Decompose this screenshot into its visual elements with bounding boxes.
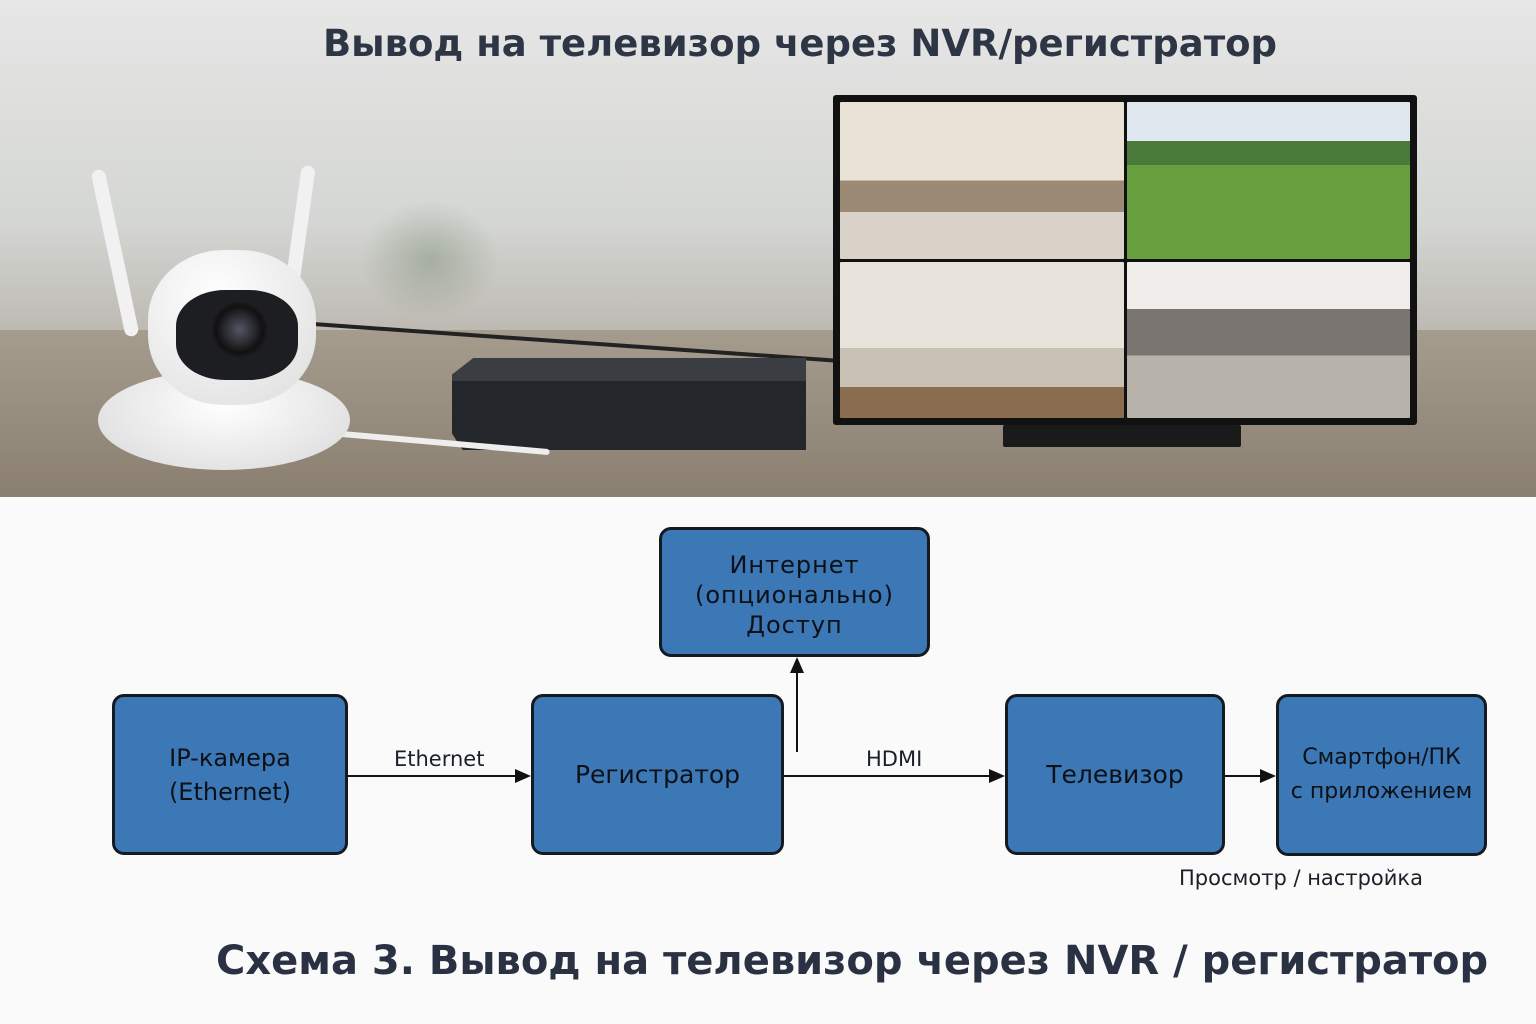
tv-image <box>833 95 1417 425</box>
node-smartphone-pc: Смартфон/ПК с приложением <box>1276 694 1487 856</box>
diagram-caption: Схема 3. Вывод на телевизор через NVR / … <box>216 938 1489 984</box>
edge-tv-phone <box>1225 775 1261 777</box>
edge-label-hdmi: HDMI <box>866 747 923 771</box>
edge-nvr-internet <box>796 672 798 752</box>
camera-feed-living-room <box>840 102 1124 259</box>
node-label: Телевизор <box>1046 759 1184 789</box>
node-label: Регистратор <box>574 759 741 789</box>
node-label: (Ethernet) <box>168 777 292 806</box>
node-ip-camera: IP-камера (Ethernet) <box>112 694 348 855</box>
nvr-device-image <box>452 358 806 450</box>
camera-feed-garage <box>1126 261 1410 418</box>
arrow-head-icon <box>989 769 1005 783</box>
node-nvr: Регистратор <box>531 694 784 855</box>
arrow-head-icon <box>1260 769 1276 783</box>
edge-nvr-tv <box>784 775 990 777</box>
node-label: (опционально) <box>695 581 894 609</box>
camera-feed-sofa <box>840 261 1124 418</box>
node-internet: Интернет (опционально) Доступ <box>659 527 930 657</box>
arrow-head-icon <box>790 657 804 673</box>
node-label: Смартфон/ПК <box>1302 745 1461 770</box>
camera-lens-icon <box>212 302 267 357</box>
edge-label-ethernet: Ethernet <box>394 747 485 771</box>
edge-camera-nvr <box>348 775 516 777</box>
node-label: Интернет <box>729 551 860 579</box>
node-label: IP-камера <box>169 743 291 772</box>
page-title: Вывод на телевизор через NVR/регистратор <box>322 22 1278 65</box>
tv-stand <box>1003 425 1241 447</box>
node-label: Доступ <box>746 611 843 639</box>
arrow-head-icon <box>515 769 531 783</box>
camera-feed-yard <box>1126 102 1410 259</box>
edge-label-view-settings: Просмотр / настройка <box>1179 866 1423 890</box>
node-tv: Телевизор <box>1005 694 1225 855</box>
background-plant <box>360 200 500 320</box>
node-label: с приложением <box>1290 779 1473 804</box>
